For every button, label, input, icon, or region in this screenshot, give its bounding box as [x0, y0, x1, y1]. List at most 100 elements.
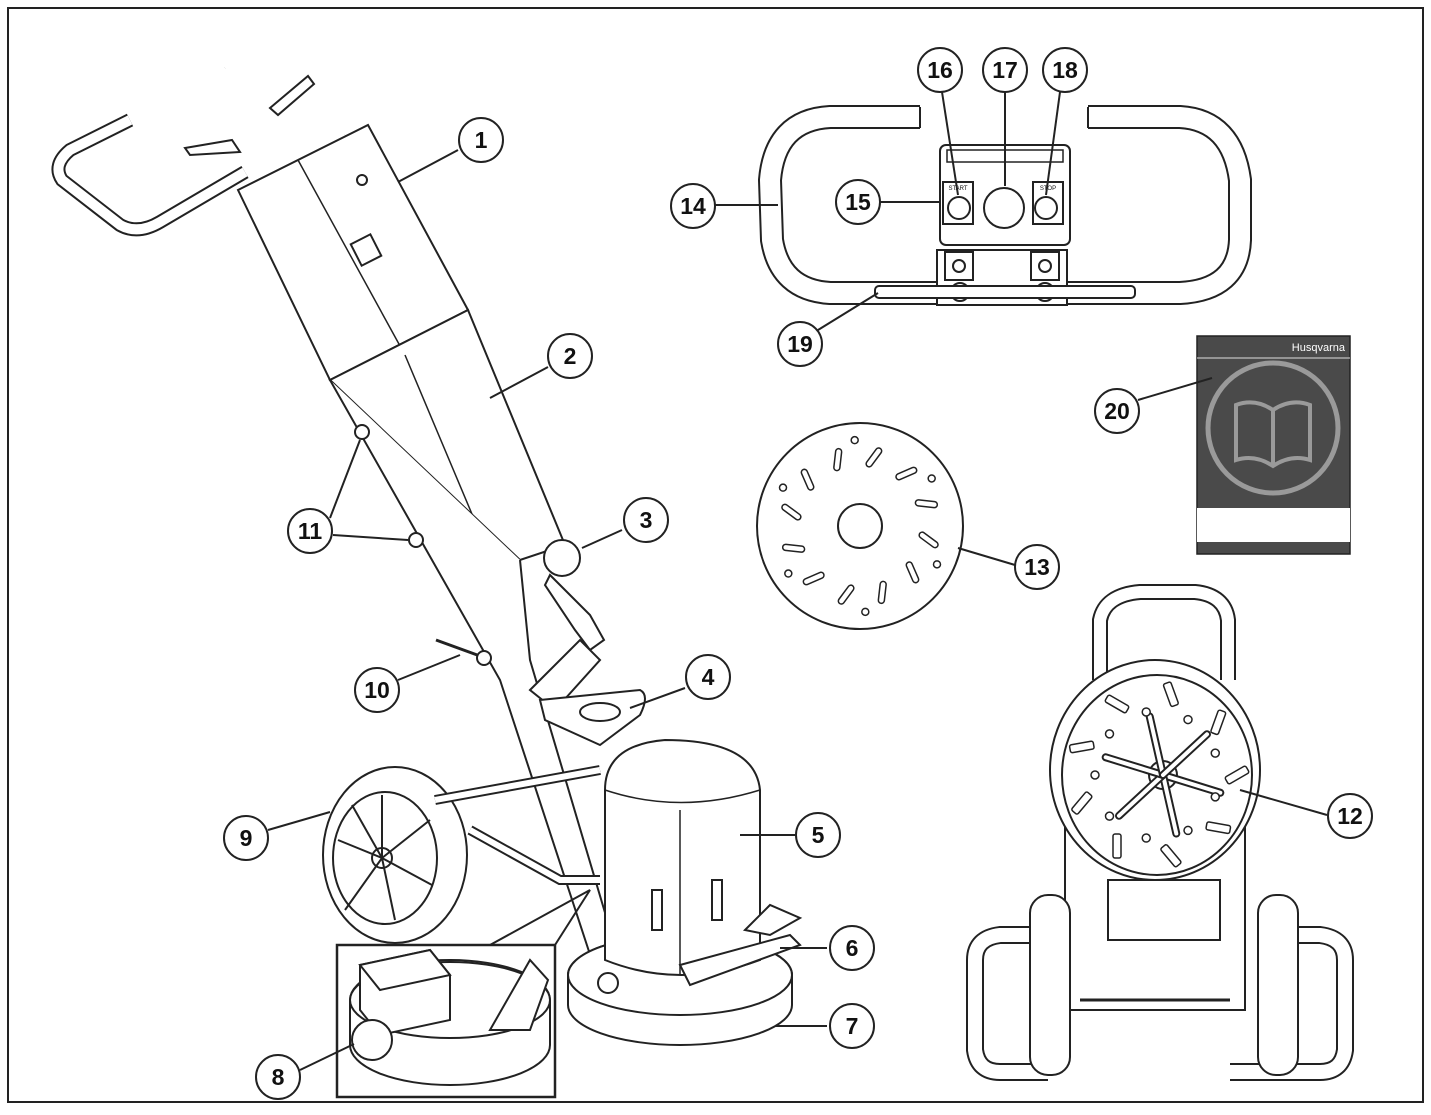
svg-text:6: 6 — [846, 935, 859, 961]
callout-3: 3 — [623, 497, 669, 543]
star-arm — [1103, 755, 1165, 777]
disc-hole — [927, 474, 936, 483]
disc-slot — [800, 468, 815, 491]
callout-8: 8 — [255, 1054, 301, 1100]
lever-right — [268, 74, 316, 117]
wheel-right — [1257, 894, 1299, 1076]
svg-text:5: 5 — [812, 822, 825, 848]
head-bolt — [1210, 792, 1221, 802]
head-bolt — [1104, 729, 1115, 739]
star-arm — [1147, 714, 1165, 777]
svg-text:12: 12 — [1337, 803, 1363, 829]
disc-slot — [877, 580, 887, 605]
head-slot — [1068, 740, 1095, 754]
callout-2: 2 — [547, 333, 593, 379]
head-slot — [1205, 821, 1232, 835]
svg-text:3: 3 — [640, 507, 653, 533]
callout-17: 17 — [982, 47, 1028, 93]
water-inlet — [351, 1019, 393, 1061]
svg-text:4: 4 — [702, 664, 715, 690]
disc-slot — [802, 571, 825, 586]
head-slot — [1112, 833, 1122, 859]
svg-text:2: 2 — [564, 343, 577, 369]
wheel-left — [1029, 894, 1071, 1076]
disc-slot — [865, 447, 883, 468]
head-slot — [1160, 844, 1182, 868]
svg-text:16: 16 — [927, 57, 953, 83]
splash-guard — [678, 933, 802, 987]
callout-7: 7 — [829, 1003, 875, 1049]
svg-text:7: 7 — [846, 1013, 859, 1039]
head-slot — [1071, 791, 1093, 815]
disc-slot — [918, 531, 939, 549]
disc-slot — [833, 447, 843, 472]
svg-text:13: 13 — [1024, 554, 1050, 580]
callout-18: 18 — [1042, 47, 1088, 93]
grinding-disc — [756, 422, 964, 630]
book-icon-ring — [1205, 360, 1341, 496]
head-slot — [1104, 694, 1130, 714]
svg-text:1: 1 — [475, 127, 488, 153]
disc-slot — [895, 466, 918, 481]
disc-hole — [784, 569, 793, 578]
lever-left — [183, 138, 242, 157]
disc-slot — [781, 543, 806, 553]
operator-manual: Husqvarna — [1196, 335, 1351, 555]
head-bolt — [1210, 748, 1221, 758]
adjust-rod — [874, 285, 1136, 299]
star-arm — [1161, 773, 1223, 795]
callout-13: 13 — [1014, 544, 1060, 590]
callout-12: 12 — [1327, 793, 1373, 839]
head-bolt — [1183, 825, 1193, 836]
disc-hole — [778, 483, 788, 492]
svg-text:9: 9 — [240, 825, 253, 851]
svg-text:17: 17 — [992, 57, 1018, 83]
callout-16: 16 — [917, 47, 963, 93]
leader-lines — [267, 91, 1328, 1071]
disc-slot — [837, 584, 855, 605]
svg-text:11: 11 — [298, 518, 323, 544]
callout-15: 15 — [835, 179, 881, 225]
head-bolt — [1090, 770, 1100, 780]
main-machine — [51, 18, 803, 1099]
callout-10: 10 — [354, 667, 400, 713]
adjust-knob-lower — [408, 532, 424, 548]
callout-6: 6 — [829, 925, 875, 971]
star-arm — [1161, 773, 1179, 836]
svg-text:20: 20 — [1104, 398, 1130, 424]
head-bolt — [1104, 811, 1115, 821]
stop-button-drawing — [1034, 196, 1058, 220]
disc-hole — [932, 560, 942, 569]
star-arm — [1161, 732, 1210, 777]
head-bolt — [1141, 707, 1151, 717]
book-icon — [1234, 400, 1312, 469]
star-arm — [1116, 773, 1165, 818]
disc-hole — [861, 607, 870, 617]
callout-5: 5 — [795, 812, 841, 858]
head-bolt — [1183, 714, 1193, 725]
underside-view — [966, 584, 1354, 1081]
callout-9: 9 — [223, 815, 269, 861]
callout-19: 19 — [777, 321, 823, 367]
disc-hole — [850, 435, 859, 445]
svg-text:19: 19 — [787, 331, 813, 357]
svg-text:18: 18 — [1052, 57, 1078, 83]
handle-knob — [543, 539, 581, 577]
start-label: START — [948, 186, 967, 192]
callout-14: 14 — [670, 183, 716, 229]
lock-pin — [435, 638, 481, 658]
diagram-border — [7, 7, 1424, 1103]
head-slot — [1224, 765, 1250, 785]
motor — [604, 738, 761, 976]
callout-1: 1 — [458, 117, 504, 163]
disc-slot — [781, 503, 802, 521]
callout-20: 20 — [1094, 388, 1140, 434]
start-button-drawing — [947, 196, 971, 220]
adjust-knob-upper — [354, 424, 370, 440]
callouts: 1 2 3 4 5 6 7 8 9 10 11 12 13 14 15 16 1… — [223, 47, 1373, 1100]
svg-text:14: 14 — [680, 193, 706, 219]
head-slot — [1162, 681, 1179, 708]
disc-slot — [914, 499, 939, 509]
